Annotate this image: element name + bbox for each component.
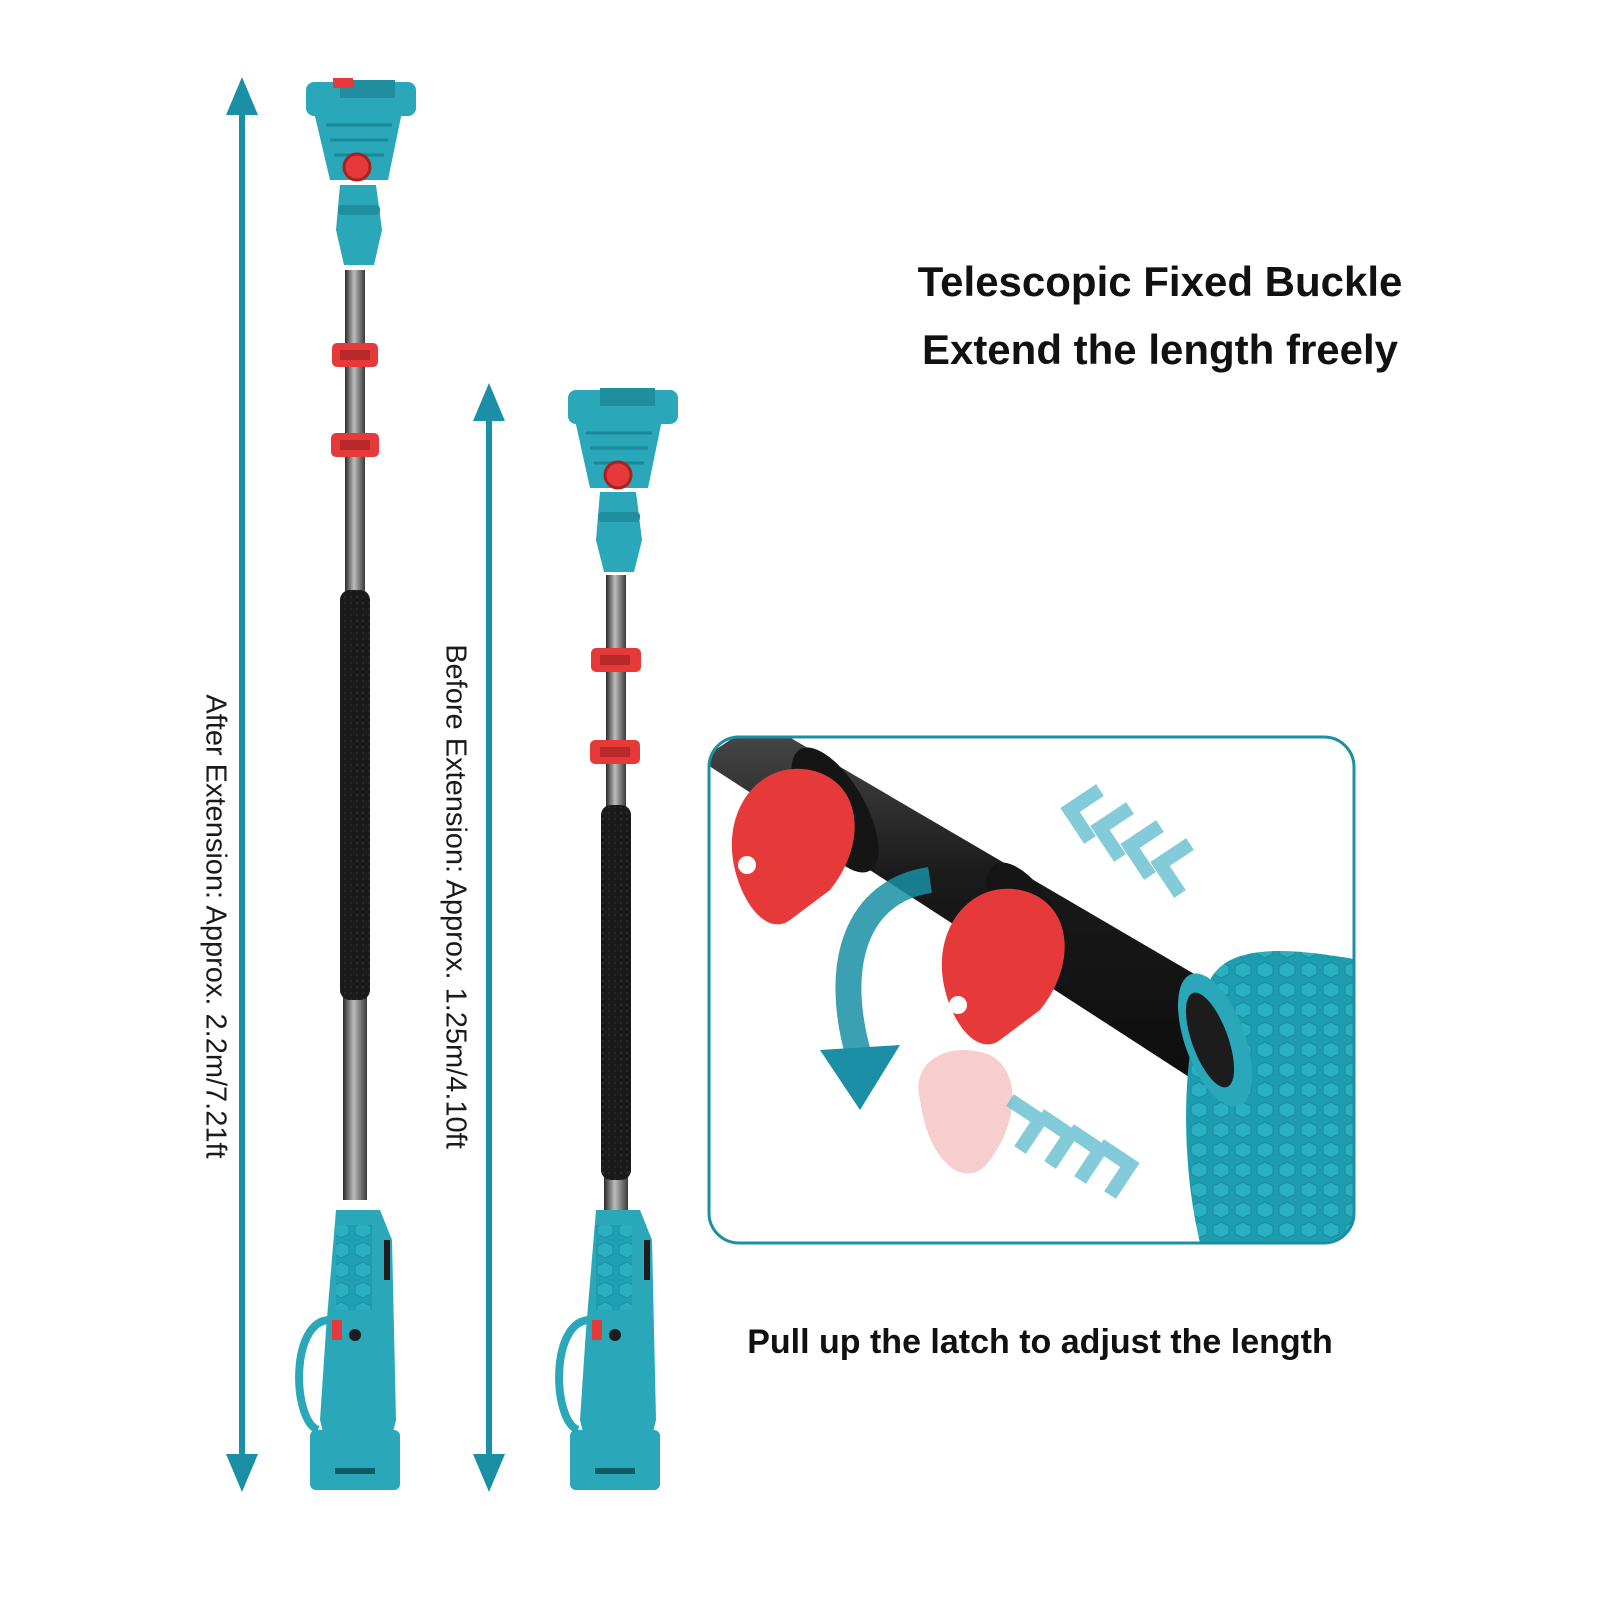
after-extension-arrow	[226, 77, 258, 1492]
motor-handle	[555, 1210, 660, 1490]
before-extension-arrow	[473, 383, 505, 1492]
foam-grip	[601, 805, 631, 1180]
latch-clamp	[590, 740, 640, 764]
cutter-head	[568, 388, 678, 572]
latch-closeup-panel	[707, 735, 1356, 1245]
extended-pruner	[295, 78, 416, 1490]
foam-grip	[340, 590, 370, 1000]
headline-line-2: Extend the length freely	[921, 326, 1399, 373]
before-extension-label: Before Extension: Approx. 1.25m/4.10ft	[439, 644, 472, 1149]
latch-clamp	[331, 433, 379, 457]
latch-clamp	[591, 648, 641, 672]
retracted-pruner	[555, 388, 678, 1490]
latch-instruction-caption: Pull up the latch to adjust the length	[747, 1323, 1333, 1361]
motor-handle	[295, 1210, 400, 1490]
after-extension-label: After Extension: Approx. 2.2m/7.21ft	[199, 694, 232, 1159]
cutter-head	[306, 78, 416, 265]
latch-clamp	[332, 343, 378, 367]
headline-line-1: Telescopic Fixed Buckle	[917, 258, 1403, 305]
